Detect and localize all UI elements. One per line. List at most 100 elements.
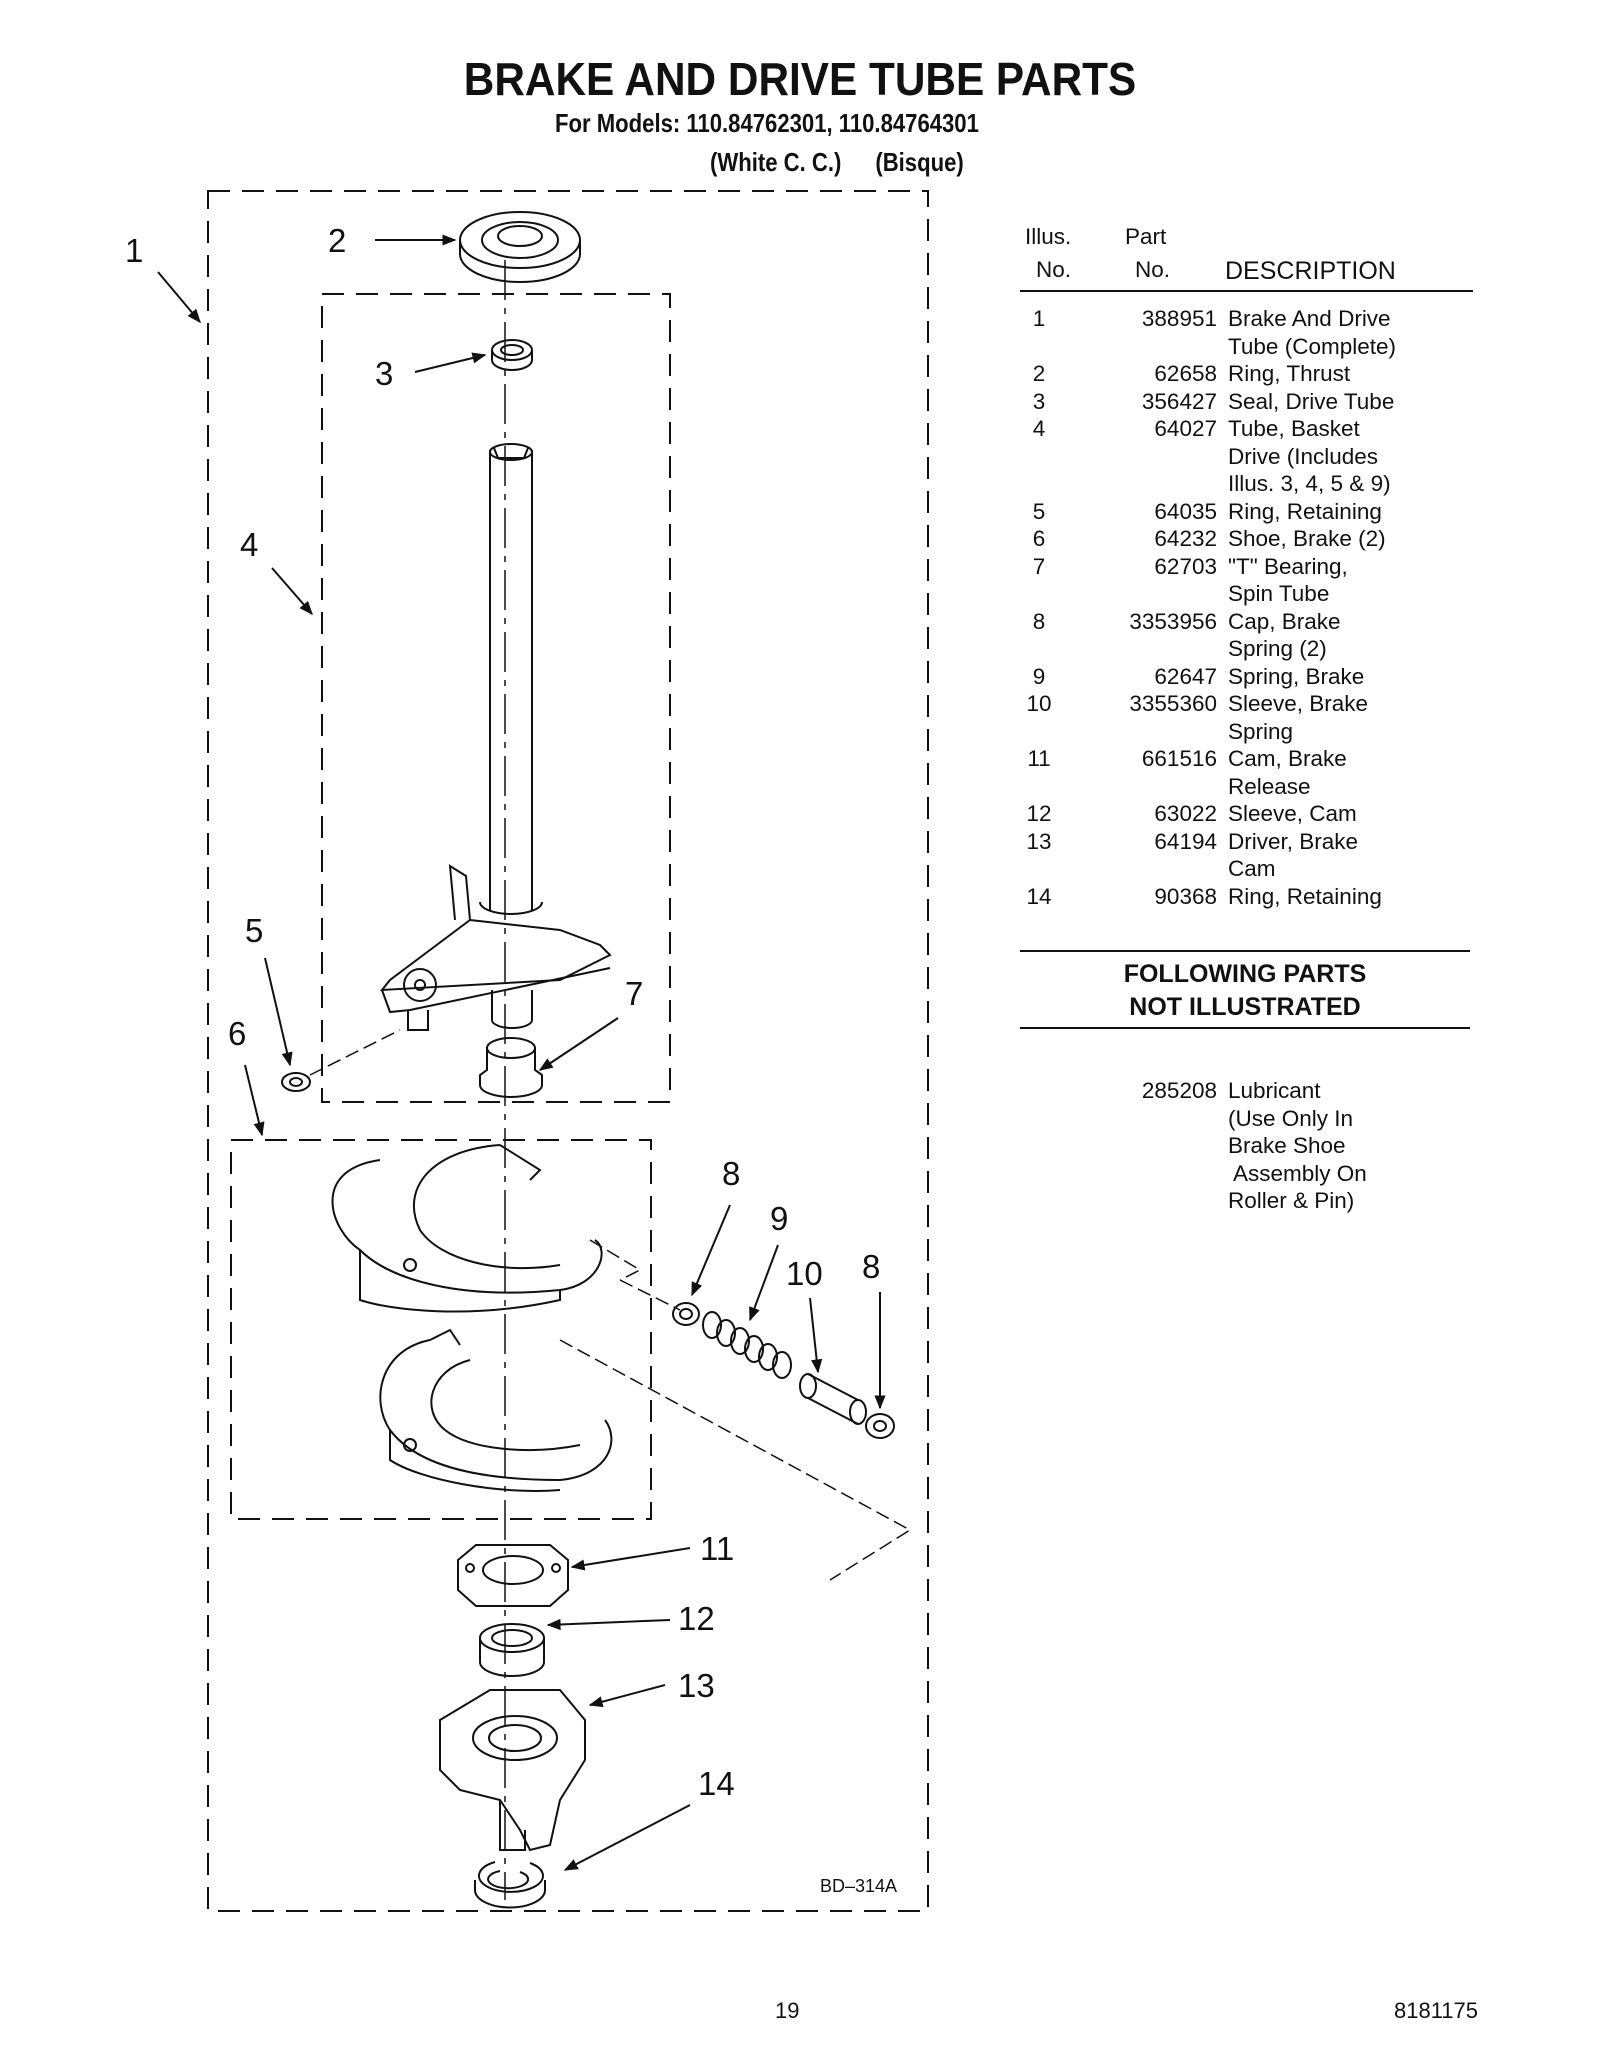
- part-description: Sleeve, Cam: [1228, 800, 1488, 828]
- part-description: Ring, Retaining: [1228, 883, 1488, 911]
- description-line: Brake And Drive: [1228, 306, 1391, 331]
- description-line: Release: [1228, 773, 1311, 799]
- brake-release-cam-part: [457, 1544, 569, 1607]
- callout-11: 11: [700, 1530, 734, 1567]
- not-illustrated-line1: FOLLOWING PARTS: [1123, 960, 1367, 988]
- callout-12: 12: [678, 1600, 715, 1637]
- drawing-code: BD–314A: [820, 1876, 897, 1896]
- part-number: 64027: [1154, 416, 1217, 441]
- thrust-ring-part: [459, 211, 581, 283]
- variant-bisque: (Bisque): [875, 147, 964, 177]
- part-description: Ring, Retaining: [1228, 498, 1488, 526]
- callout-10: 10: [786, 1255, 823, 1292]
- description-line: Illus. 3, 4, 5 & 9): [1228, 471, 1391, 496]
- callout-9: 9: [770, 1200, 788, 1237]
- part-number: 661516: [1141, 746, 1217, 771]
- retaining-ring-large-part: [474, 1861, 546, 1909]
- brake-shoe-group-box: [230, 1139, 652, 1520]
- part-number: 64035: [1154, 498, 1217, 524]
- part-number: 64194: [1154, 828, 1217, 854]
- description-line: Cap, Brake: [1228, 608, 1341, 634]
- part-description: "T" Bearing,Spin Tube: [1228, 553, 1488, 608]
- part-number: 62703: [1154, 553, 1217, 579]
- col-illus-line2: No.: [1036, 257, 1072, 282]
- callout-6: 6: [228, 1015, 246, 1052]
- illus-number: 11: [1027, 746, 1051, 771]
- brake-shoe-lower-part: [379, 1328, 613, 1492]
- parts-list-header: Illus. No. Part No. DESCRIPTION: [1010, 224, 1490, 290]
- assembly-outline-box: [207, 190, 929, 1912]
- description-line: Sleeve, Brake: [1228, 691, 1369, 716]
- part-description: Seal, Drive Tube: [1228, 388, 1488, 416]
- page-title: BRAKE AND DRIVE TUBE PARTS: [463, 53, 1137, 105]
- variant-white: (White C. C.): [710, 147, 842, 177]
- description-line: Lubricant: [1228, 1078, 1321, 1103]
- callout-4: 4: [240, 526, 258, 563]
- part-number: 356427: [1141, 388, 1217, 414]
- col-description: DESCRIPTION: [1225, 257, 1396, 285]
- drive-tube-group-box: [321, 293, 671, 1103]
- table-row: 5 64035 Ring, Retaining: [1010, 498, 1490, 526]
- document-number: 8181175: [1394, 1998, 1479, 2023]
- callout-5: 5: [245, 912, 263, 949]
- callout-8a: 8: [722, 1155, 740, 1192]
- illus-number: 14: [1026, 883, 1052, 909]
- illus-number: 8: [1032, 608, 1046, 634]
- lubricant-part-number: 285208: [1141, 1078, 1217, 1103]
- illus-number: 13: [1026, 828, 1052, 854]
- col-illus-line1: Illus.: [1025, 224, 1072, 249]
- callout-3: 3: [375, 355, 393, 392]
- col-part-line2: No.: [1135, 257, 1171, 282]
- description-line: Spring: [1228, 718, 1294, 744]
- illus-number: 9: [1032, 663, 1046, 689]
- description-line: Shoe, Brake (2): [1228, 526, 1386, 551]
- part-number: 63022: [1154, 801, 1217, 826]
- description-line: Assembly On: [1228, 1160, 1367, 1186]
- description-line: Brake Shoe: [1228, 1133, 1346, 1158]
- header-underline: [1020, 290, 1473, 292]
- description-line: Ring, Retaining: [1228, 498, 1382, 524]
- col-part-line1: Part: [1125, 224, 1167, 249]
- callout-7: 7: [625, 975, 643, 1012]
- callout-8b: 8: [862, 1248, 880, 1285]
- description-line: Seal, Drive Tube: [1228, 388, 1395, 414]
- part-description: Spring, Brake: [1228, 663, 1488, 691]
- not-illustrated-top-rule: [1020, 950, 1470, 952]
- not-illustrated-bottom-rule: [1020, 1027, 1470, 1029]
- part-number: 62658: [1154, 361, 1217, 386]
- part-number: 62647: [1154, 663, 1217, 689]
- brake-spring-cap-right-part: [865, 1413, 895, 1439]
- not-illustrated-heading: FOLLOWING PARTS NOT ILLUSTRATED: [1020, 958, 1470, 1024]
- callout-14: 14: [698, 1765, 735, 1802]
- description-line: Ring, Thrust: [1228, 361, 1351, 386]
- description-line: Roller & Pin): [1228, 1188, 1355, 1213]
- description-line: "T" Bearing,: [1228, 553, 1348, 579]
- callout-numbers: 1 2 3 4 5 6 7 8 9 10 8 11 12 13 14: [125, 222, 880, 1802]
- part-number: 3355360: [1129, 691, 1217, 716]
- brake-shoe-upper-part: [331, 1144, 603, 1313]
- description-line: Tube, Basket: [1228, 416, 1360, 441]
- illus-number: 5: [1032, 498, 1046, 524]
- brake-spring-sleeve-part: [799, 1373, 867, 1425]
- description-line: Spin Tube: [1228, 581, 1330, 606]
- illus-number: 6: [1032, 526, 1046, 551]
- description-line: Cam: [1228, 856, 1276, 881]
- page-number: 19: [775, 1998, 800, 2023]
- callout-2: 2: [328, 222, 346, 259]
